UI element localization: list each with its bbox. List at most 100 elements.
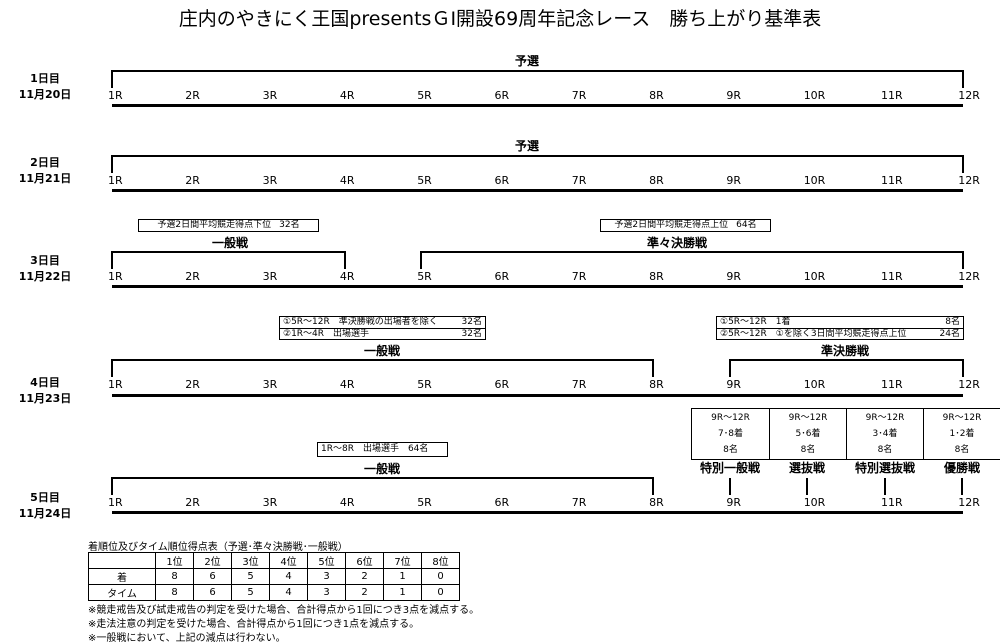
race-label: 2R <box>185 270 200 283</box>
condition-count: 24名 <box>939 329 960 339</box>
race-label: 2R <box>185 496 200 509</box>
race-label: 9R <box>726 270 742 283</box>
race-label: 1R <box>108 378 123 391</box>
condition-box-general: 予選2日間平均競走得点下位 32名 <box>138 219 319 232</box>
cell: 8 <box>155 568 194 585</box>
condition-text: 1R〜8R 出場選手 64名 <box>321 444 429 454</box>
header-cell: 3位 <box>231 552 270 569</box>
cell: 1 <box>383 584 422 601</box>
final-count: 8名 <box>954 445 970 455</box>
stage-bracket-semifinal <box>729 359 964 377</box>
cell: 6 <box>193 568 232 585</box>
condition-text: ①5R〜12R 準決勝戦の出場者を除く <box>283 317 438 327</box>
race-label: 6R <box>494 174 510 187</box>
race-label: 7R <box>571 270 587 283</box>
race-label: 3R <box>262 89 278 102</box>
race-label: 1R <box>108 89 123 102</box>
race-label: 6R <box>494 89 510 102</box>
final-rank: 1･2着 <box>949 429 975 439</box>
condition-text: ②1R〜4R 出場選手 <box>283 329 370 339</box>
race-label: 6R <box>494 378 510 391</box>
race-label: 9R <box>726 174 742 187</box>
race-label: 4R <box>339 270 355 283</box>
race-label: 7R <box>571 496 587 509</box>
day-label: 1日目 11月20日 <box>10 71 80 103</box>
day-number: 1日目 <box>30 72 60 85</box>
stage-bracket-general <box>111 359 654 377</box>
day-date: 11月23日 <box>18 392 72 405</box>
day-label: 3日目 11月22日 <box>10 253 80 285</box>
header-cell: 1位 <box>155 552 194 569</box>
final-tick <box>961 478 963 495</box>
race-label: 4R <box>339 378 355 391</box>
day-date: 11月21日 <box>18 172 72 185</box>
final-count: 8名 <box>800 445 816 455</box>
stage-label-semifinal: 準決勝戦 <box>820 344 869 358</box>
day-label: 2日目 11月21日 <box>10 155 80 187</box>
note-warning-penalty: ※競走戒告及び試走戒告の判定を受けた場合、合計得点から1回につき3点を減点する。 <box>88 605 480 616</box>
header-cell: 2位 <box>193 552 232 569</box>
race-label: 10R <box>803 496 826 509</box>
final-count: 8名 <box>877 445 893 455</box>
race-label: 2R <box>185 174 200 187</box>
row-label: タイム <box>88 584 156 601</box>
race-label: 12R <box>958 378 980 391</box>
race-label: 10R <box>803 89 826 102</box>
cell: 1 <box>383 568 422 585</box>
race-label: 10R <box>803 174 826 187</box>
race-label: 3R <box>262 174 278 187</box>
condition-count: 32名 <box>461 329 482 339</box>
day-number: 5日目 <box>30 491 60 504</box>
stage-bracket <box>111 155 964 173</box>
race-label: 8R <box>649 378 664 391</box>
points-table-header-row: 1位 2位 3位 4位 5位 6位 7位 8位 <box>88 552 460 569</box>
race-label: 5R <box>417 270 432 283</box>
race-label: 12R <box>958 270 980 283</box>
race-label: 5R <box>417 378 432 391</box>
stage-label-qualifying: 予選 <box>514 54 539 68</box>
race-label: 10R <box>803 378 826 391</box>
race-label: 5R <box>417 89 432 102</box>
final-tick <box>729 478 731 495</box>
race-label: 9R <box>726 378 742 391</box>
points-table: 1位 2位 3位 4位 5位 6位 7位 8位 着 8 6 5 4 3 2 1 … <box>88 552 460 601</box>
day-date: 11月20日 <box>18 88 72 101</box>
cell: 3 <box>307 584 346 601</box>
cell: 5 <box>231 584 270 601</box>
race-label: 7R <box>571 174 587 187</box>
race-label: 11R <box>881 174 903 187</box>
header-cell: 6位 <box>345 552 384 569</box>
race-label: 11R <box>881 496 903 509</box>
race-label: 12R <box>958 89 980 102</box>
note-general-race-exemption: ※一般戦において、上記の減点は行わない。 <box>88 633 286 643</box>
race-label: 6R <box>494 270 510 283</box>
day-number: 4日目 <box>30 376 60 389</box>
race-label: 8R <box>649 89 664 102</box>
header-cell: 4位 <box>269 552 308 569</box>
cell: 4 <box>269 568 308 585</box>
race-label: 3R <box>262 270 278 283</box>
day-number: 2日目 <box>30 156 60 169</box>
day-baseline <box>112 104 963 107</box>
row-label: 着 <box>88 568 156 585</box>
race-label: 8R <box>649 496 664 509</box>
final-condition-special-selection: 9R〜12R 3･4着 8名 <box>846 409 923 459</box>
stage-bracket-general <box>111 477 654 495</box>
race-label: 7R <box>571 378 587 391</box>
cell: 6 <box>193 584 232 601</box>
final-source: 9R〜12R <box>942 413 982 423</box>
day-baseline <box>112 189 963 192</box>
race-label: 11R <box>881 89 903 102</box>
table-row: 着 8 6 5 4 3 2 1 0 <box>88 568 460 585</box>
final-label-special-selection: 特別選抜戦 <box>854 461 915 475</box>
day-date: 11月22日 <box>18 270 72 283</box>
condition-box-quarterfinal: 予選2日間平均競走得点上位 64名 <box>600 219 771 232</box>
race-label: 4R <box>339 89 355 102</box>
header-cell: 8位 <box>421 552 460 569</box>
final-rank: 5･6着 <box>795 429 821 439</box>
stage-label-general: 一般戦 <box>211 236 248 250</box>
condition-text: 予選2日間平均競走得点下位 <box>157 220 272 230</box>
cell: 3 <box>307 568 346 585</box>
condition-count: 64名 <box>736 220 757 230</box>
race-label: 1R <box>108 174 123 187</box>
